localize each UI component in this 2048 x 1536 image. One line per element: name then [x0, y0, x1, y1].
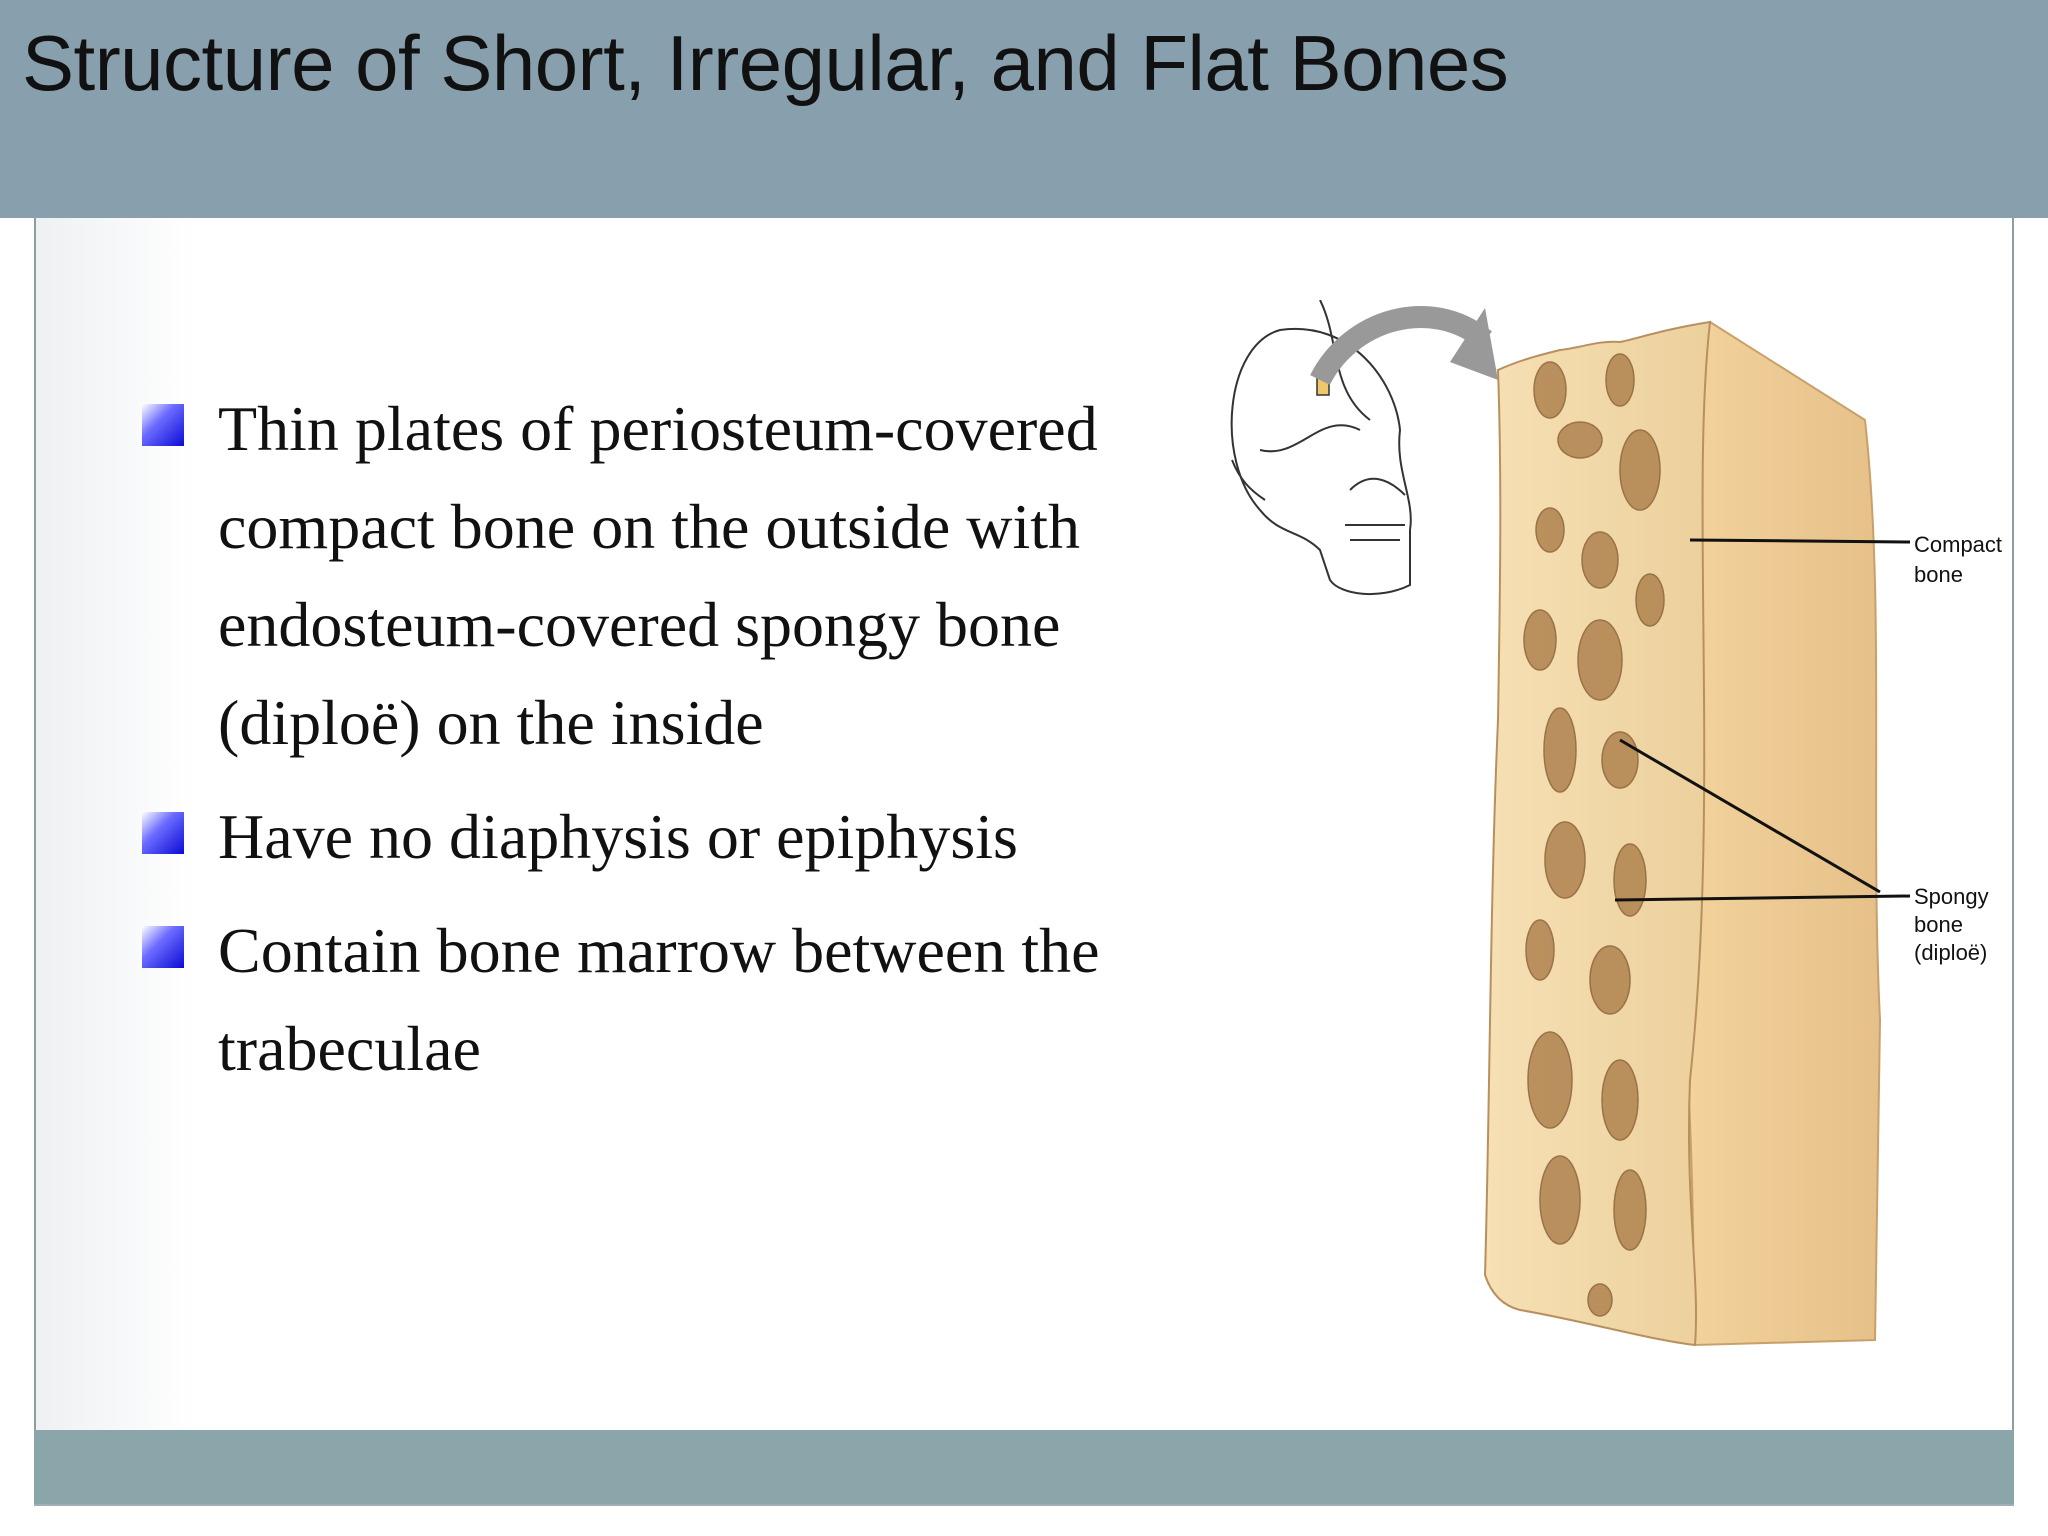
skull-icon	[1230, 300, 1412, 596]
arrow-icon	[1310, 306, 1498, 386]
label-spongy-line2: bone	[1914, 912, 1963, 937]
bullet-text: Have no diaphysis or epiphysis	[218, 801, 1018, 872]
bullet-item: Have no diaphysis or epiphysis	[142, 788, 1182, 886]
bullet-marker-icon	[142, 812, 184, 854]
bullet-marker-icon	[142, 926, 184, 968]
label-compact-line1: Compact	[1914, 532, 2002, 557]
bone-block	[1483, 320, 1882, 1347]
label-spongy-line1: Spongy	[1914, 884, 1989, 909]
bullet-text: Thin plates of periosteum-covered compac…	[218, 393, 1098, 758]
bullet-text: Contain bone marrow between the trabecul…	[218, 915, 1100, 1084]
label-leader-lines	[1614, 538, 1911, 902]
frame-right-border	[2012, 218, 2014, 1430]
footer-rule	[34, 1504, 2014, 1506]
bullet-item: Thin plates of periosteum-covered compac…	[142, 380, 1182, 772]
label-compact-line2: bone	[1914, 562, 1963, 587]
bullet-marker-icon	[142, 404, 184, 446]
bullet-item: Contain bone marrow between the trabecul…	[142, 902, 1182, 1098]
slide-footer-bar	[34, 1430, 2014, 1504]
frame-left-border	[34, 218, 36, 1430]
slide-title: Structure of Short, Irregular, and Flat …	[22, 19, 1509, 107]
slide-header: Structure of Short, Irregular, and Flat …	[0, 0, 2048, 218]
bullet-list: Thin plates of periosteum-covered compac…	[142, 380, 1182, 1114]
label-spongy-line3: (diploë)	[1914, 940, 1987, 965]
flat-bone-illustration: Compact bone Spongy bone (diploë)	[1230, 300, 2002, 1347]
